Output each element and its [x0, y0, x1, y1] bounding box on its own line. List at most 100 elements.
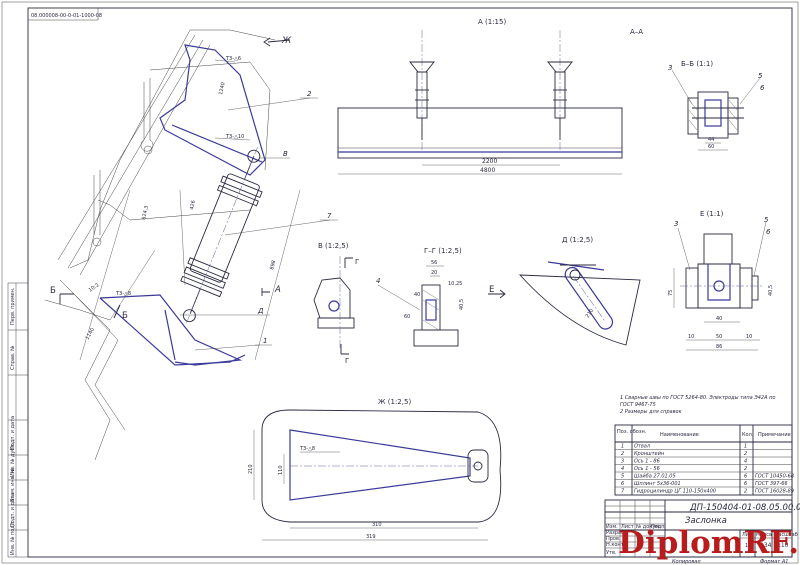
view-arrow-label: Е: [489, 285, 494, 295]
spec-cell-qty: 6: [744, 481, 747, 487]
table-header: Наименование: [660, 432, 699, 438]
dim-text: 319: [366, 534, 376, 540]
strip-label: Подп. и дата: [10, 416, 16, 450]
spec-cell-note: ГОСТ 10450-68: [755, 474, 794, 480]
part-callout: 6: [766, 228, 771, 236]
part-callout: 1: [263, 337, 267, 345]
strip-label: Взам. инв. №: [10, 467, 16, 502]
main-assembly-view: 1240 426 898 624,3 1140 10:2 ТЗ-△6 ТЗ-△1…: [44, 29, 338, 461]
section-gg: Г–Г (1:2,5) 4 56 20 40 10,25 60 40,5 Е: [376, 247, 506, 347]
note-line: 1 Сварные швы по ГОСТ 5264-80. Электроды…: [620, 395, 775, 401]
view-label: В (1:2,5): [318, 242, 349, 250]
dim-text: 4800: [480, 167, 495, 174]
spec-cell-name: Ось 1 - 56: [634, 466, 660, 472]
tb-label: Разраб.: [606, 530, 626, 536]
spec-cell-note: ГОСТ 397-66: [755, 481, 788, 487]
section-label: Г: [355, 258, 359, 266]
strip-label: Инв. № дубл.: [10, 442, 16, 477]
view-e: Е (1:1) 3 5 6 75 40 40,5 10 50 10 86: [668, 210, 774, 351]
dim-text: 10,25: [448, 281, 462, 287]
strip-label: Инв. № подл.: [10, 520, 16, 555]
watermark-logo: DiplomRF.ru: [618, 525, 800, 561]
dim-text: 210: [248, 464, 254, 474]
dim-text: 56: [431, 260, 437, 266]
dim-text: 50: [716, 334, 722, 340]
view-arrow-label: Д: [257, 307, 264, 315]
tb-label: Лист: [621, 524, 634, 530]
spec-cell-qty: 2: [744, 489, 747, 495]
view-label: Е (1:1): [700, 210, 724, 218]
weld-mark: ТЗ-△10: [225, 134, 244, 140]
view-label: Д (1:2,5): [562, 236, 593, 244]
dim-text: 1240: [218, 82, 227, 96]
spec-cell-name: Гидроцилиндр ЦГ 110-150х400: [634, 489, 716, 495]
tb-mass: 134: [760, 542, 772, 549]
section-label: Б: [122, 311, 128, 321]
drawing-title: Заслонка: [685, 516, 727, 526]
dim-text: 898: [269, 260, 277, 271]
tb-sheet: 1: [745, 543, 748, 549]
dim-text: 60: [404, 314, 410, 320]
view-v: В (1:2,5) Г Г: [313, 242, 359, 365]
dim-text: 2200: [482, 158, 497, 165]
view-label: Г–Г (1:2,5): [424, 247, 462, 255]
tb-label: Н.контр.: [606, 542, 629, 548]
dim-text: 624,3: [141, 205, 150, 220]
view-a: А (1:15) 2200 4800 А–А: [337, 18, 643, 175]
spec-cell-name: Шплинт 5х36-001: [634, 481, 681, 487]
weld-mark: ТЗ-△8: [115, 291, 131, 297]
section-bb: Б–Б (1:1) 3 5 6 44 60: [668, 60, 765, 151]
dim-text: 1140: [85, 327, 97, 341]
spec-cell-pos: 5: [621, 474, 624, 480]
part-callout: 3: [668, 64, 672, 72]
dim-text: 86: [716, 344, 722, 350]
dim-text: 44: [708, 137, 714, 143]
dim-text: 310: [372, 522, 382, 528]
strip-label: Справ. №: [10, 345, 16, 370]
dim-text: 10: [746, 334, 752, 340]
tb-scale: 1:10: [775, 542, 789, 549]
tb-label: Масса: [756, 532, 772, 538]
spec-cell-qty: 2: [744, 466, 747, 472]
tb-label: Лит.: [742, 532, 754, 538]
part-callout: 7: [327, 212, 332, 220]
part-callout: 5: [758, 72, 763, 80]
dim-text: 75: [668, 290, 674, 296]
weld-mark: ТЗ-△6: [225, 56, 241, 62]
tb-label: Подп.: [651, 524, 667, 530]
section-label: Б: [50, 286, 56, 296]
view-label: А–А: [630, 28, 643, 36]
strip-label: Подп. и дата: [10, 493, 16, 527]
part-callout: 4: [376, 277, 380, 285]
view-label: А (1:15): [478, 18, 506, 26]
dim-text: 40: [414, 292, 420, 298]
left-strip-labels: Перв. примен. Справ. № Подп. и дата Инв.…: [10, 287, 16, 555]
part-callout: 5: [764, 216, 769, 224]
spec-cell-note: ГОСТ 16028-89: [755, 489, 794, 495]
part-callout: 3: [674, 220, 678, 228]
spec-cell-pos: 3: [621, 459, 624, 465]
tb-footer: Копировал: [672, 559, 701, 565]
spec-cell-pos: 7: [621, 489, 625, 495]
dim-text: 40,5: [768, 285, 774, 296]
spec-cell-pos: 6: [621, 481, 624, 487]
spec-cell-name: Шайба 27.01.05: [634, 474, 676, 480]
tb-label: № докум.: [636, 524, 661, 530]
view-d: Д (1:2,5) 210: [518, 236, 641, 346]
view-zh: Ж (1:2,5) ТЗ-△8 210 110 310 319: [248, 398, 502, 541]
dim-text: 10:2: [88, 282, 101, 293]
view-label: Ж (1:2,5): [378, 398, 411, 406]
view-arrow-label: Ж: [281, 36, 292, 46]
dim-text: 10: [688, 334, 694, 340]
view-arrow-label: А: [274, 285, 281, 295]
table-header: Кол.: [742, 432, 754, 438]
table-header: Поз. обозн.: [617, 429, 647, 435]
tb-label: Пров.: [606, 536, 621, 542]
drawing-designation: ДП-150404-01-08.05.00.00 ВО: [689, 503, 800, 513]
spec-cell-qty: 6: [744, 474, 747, 480]
top-left-stamp: 08.000008-00-0-01-1000-08: [27, 7, 102, 21]
spec-cell-pos: 1: [621, 444, 624, 450]
dim-text: 210: [585, 308, 595, 319]
